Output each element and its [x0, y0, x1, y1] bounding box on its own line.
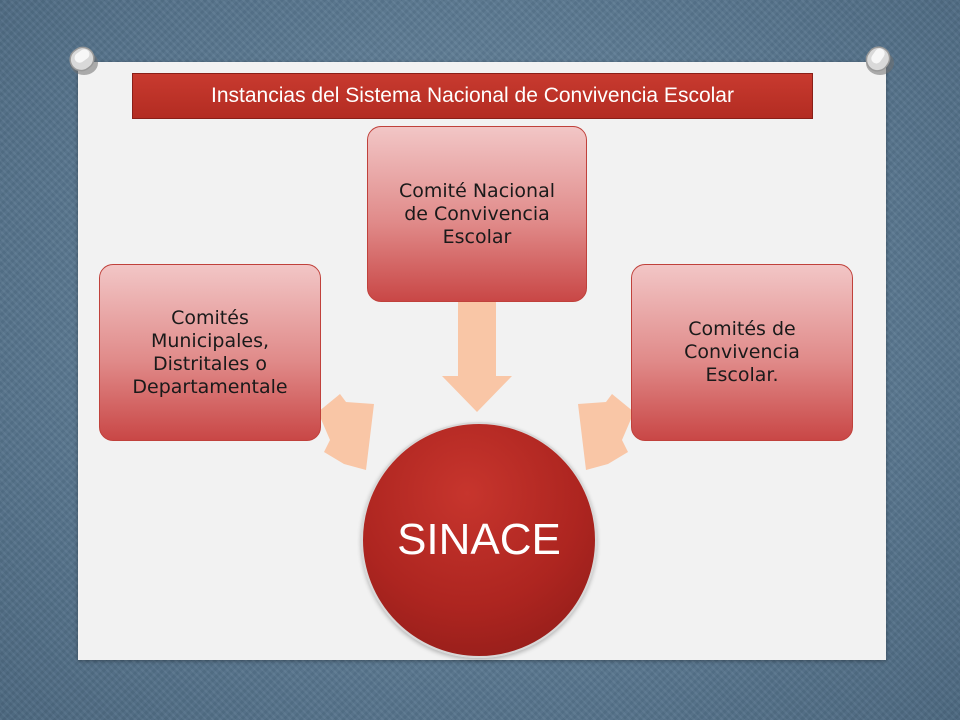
node-top: Comité Nacional de Convivencia Escolar	[367, 126, 587, 302]
pushpin-icon	[69, 46, 98, 75]
slide-title: Instancias del Sistema Nacional de Convi…	[132, 73, 813, 119]
center-node-label: SINACE	[397, 515, 561, 564]
arrow-left-to-center	[318, 394, 374, 470]
arrow-top-to-center	[442, 300, 512, 412]
node-top-label: Comité Nacional de Convivencia Escolar	[398, 179, 556, 248]
arrow-right-to-center	[578, 394, 634, 470]
node-right-label: Comités de Convivencia Escolar.	[684, 318, 800, 386]
pushpin-icon	[865, 46, 894, 75]
center-node: SINACE	[361, 422, 597, 658]
node-left-label: Comités Municipales, Distritales o Depar…	[132, 306, 288, 398]
node-left: Comités Municipales, Distritales o Depar…	[99, 264, 321, 441]
node-right: Comités de Convivencia Escolar.	[631, 264, 853, 441]
